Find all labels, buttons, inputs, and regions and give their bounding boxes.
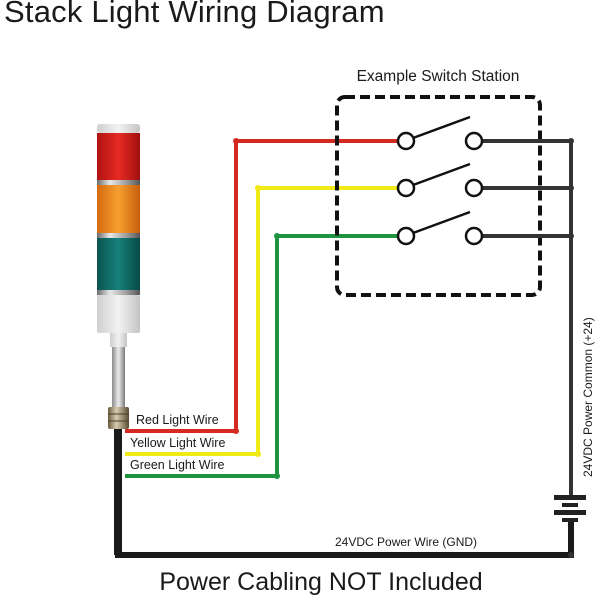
switch-terminal [396,178,416,198]
stack-light-ring [97,233,140,238]
switch-terminal [464,131,484,151]
switch-terminal [464,226,484,246]
red-wire-label: Red Light Wire [136,413,219,427]
yellow-wire-label: Yellow Light Wire [130,436,225,450]
switch-1 [396,115,484,151]
red-light-wire [125,139,405,433]
stack-light [97,124,140,429]
stack-light-ring [97,290,140,295]
ground-wire-label: 24VDC Power Wire (GND) [335,535,477,549]
stack-light-ring [97,180,140,185]
switch-terminal [396,226,416,246]
switch-2 [396,162,484,198]
diagram-title: Stack Light Wiring Diagram [4,0,385,29]
stack-light-nut [108,407,129,429]
green-wire-label: Green Light Wire [130,458,225,472]
switch-station-label: Example Switch Station [357,68,520,85]
switch-station-box [335,95,542,297]
yellow-light-wire [125,186,405,456]
stack-light-segment-green [97,238,140,290]
power-common-wires [475,139,573,497]
battery-icon [554,495,586,522]
switch-terminal [464,178,484,198]
stack-light-neck [110,333,127,347]
stack-light-segment-amber [97,185,140,233]
power-common-label: 24VDC Power Common (+24) [581,317,595,477]
stack-light-segment-red [97,133,140,180]
green-light-wire [125,234,405,478]
stack-light-base [97,295,140,333]
footer-note: Power Cabling NOT Included [159,568,483,596]
stack-light-cap [97,124,140,133]
switch-3 [396,210,484,246]
switch-terminal [396,131,416,151]
stack-light-pole [112,347,125,407]
